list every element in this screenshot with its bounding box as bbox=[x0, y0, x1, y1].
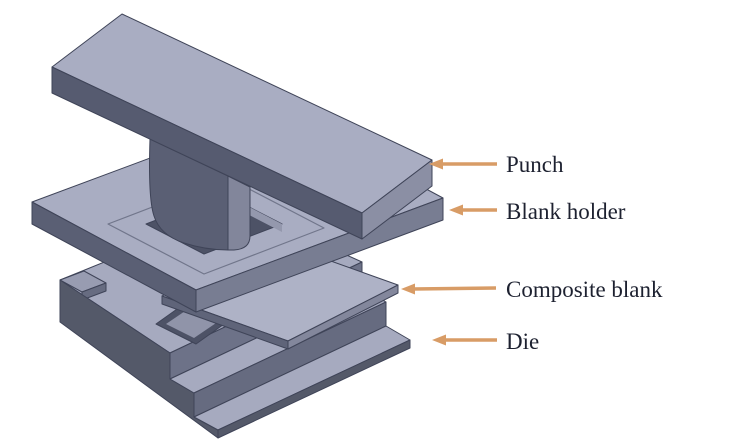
label-punch: Punch bbox=[506, 152, 564, 177]
die-step2-front-face bbox=[217, 339, 411, 439]
punch-callout-arrow bbox=[429, 158, 497, 170]
punch-nose-right-face bbox=[227, 175, 251, 251]
composite-blank-callout-arrow bbox=[401, 283, 497, 295]
punch-arrow-head bbox=[429, 158, 443, 170]
composite-blank-arrow-line bbox=[412, 286, 497, 291]
blank-holder-arrow-head bbox=[449, 204, 463, 216]
composite-blank-front-right-face bbox=[287, 284, 399, 350]
die-callout-arrow bbox=[432, 334, 497, 346]
die-arrow-head bbox=[432, 334, 446, 346]
punch-3d bbox=[51, 13, 433, 251]
label-blank-holder: Blank holder bbox=[506, 199, 626, 224]
label-die: Die bbox=[506, 329, 539, 354]
blank-holder-callout-arrow bbox=[449, 204, 497, 216]
composite-blank-arrow-head bbox=[401, 283, 415, 295]
punch-plate-right-face bbox=[361, 159, 433, 240]
label-composite-blank: Composite blank bbox=[506, 277, 663, 302]
